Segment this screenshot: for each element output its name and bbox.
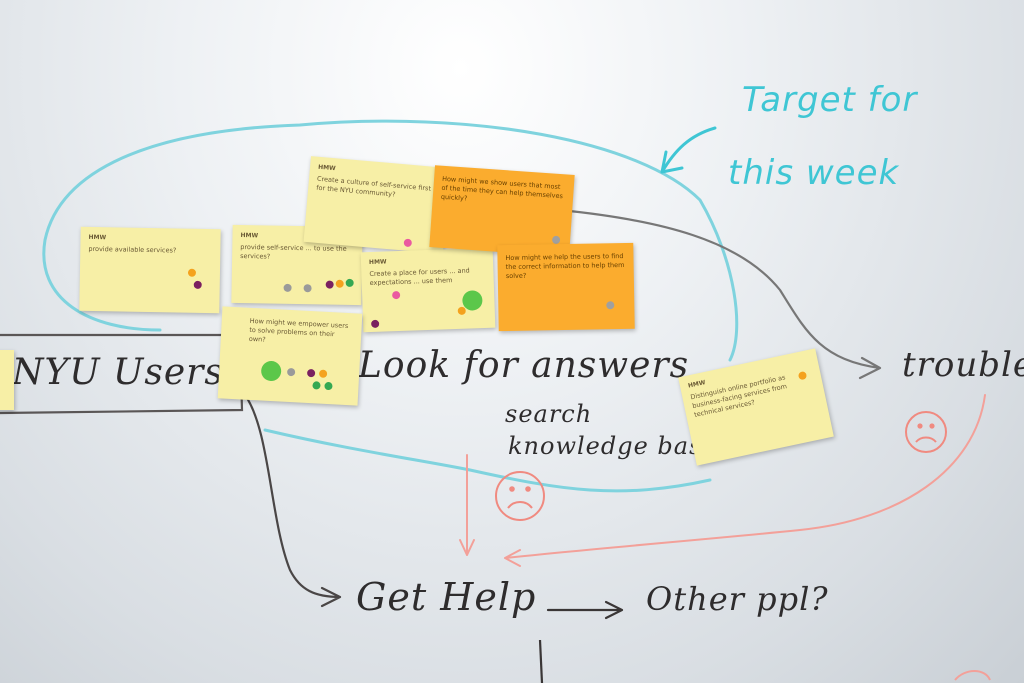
sad-face-icon [495,471,545,521]
red-return-arrow [504,394,986,567]
target-title-line1: Target for [742,80,918,120]
dot-sticker [606,301,615,310]
get-help-label: Get Help [356,575,537,619]
sticky-tag [505,249,625,251]
teal-loop [42,119,739,362]
arrow-to-other-ppl [546,600,624,620]
line-down [538,639,544,683]
sad-face-icon [905,411,947,453]
teal-lower-curve [263,428,712,493]
search-label: search [505,400,593,428]
dot-sticker [312,381,321,390]
red-corner-mark [954,670,991,681]
teal-arrow [660,126,717,174]
arrow-to-get-help [243,393,342,608]
other-ppl-label: Other ppl? [646,580,829,618]
dot-sticker [371,319,380,329]
arrow-to-trouble [558,208,882,380]
knowledge-base-label: knowledge base [508,432,718,460]
dot-sticker [551,235,561,245]
trouble-label: trouble [902,345,1024,385]
dot-sticker [457,306,466,315]
dot-sticker [318,369,328,378]
sticky-text: How might we help the users to find the … [505,251,625,281]
dot-sticker [392,290,401,300]
sticky-note: HMW Create a place for users ... and exp… [360,247,496,333]
sticky-text: How might we empower users to solve prob… [248,316,349,344]
sticky-note: How might we show users that most of the… [429,165,575,257]
dot-sticker [303,284,312,293]
dot-sticker [283,283,292,292]
sticky-text: How might we show users that most of the… [440,174,564,203]
sticky-tag: HMW [368,258,387,267]
dot-sticker [403,238,413,248]
red-vertical-arrow [459,454,475,556]
look-for-answers-label: Look for answers [358,345,690,386]
sticky-text: Create a place for users ... and expecta… [369,266,470,288]
dot-sticker [306,368,316,378]
dot-sticker [187,268,197,277]
dot-sticker [286,367,296,377]
sticky-text: provide available services? [88,244,177,255]
dot-sticker [325,280,334,289]
dot-sticker [193,280,202,289]
dot-sticker [260,360,282,382]
sticky-text: provide self-service ... to use the serv… [240,243,347,261]
dot-sticker [335,279,344,288]
sticky-note: How might we empower users to solve prob… [217,306,363,406]
sticky-note-edge [0,350,14,410]
dot-sticker [324,381,333,391]
target-title-line2: this week [728,153,900,193]
sticky-note: How might we help the users to find the … [497,242,635,332]
nyu-users-label: NYU Users [12,352,224,393]
dot-sticker [345,278,354,287]
sticky-note: HMW provide available services? [79,226,221,314]
sticky-tag: HMW [88,233,107,242]
sticky-note: HMW Create a culture of self-service fir… [303,156,451,254]
